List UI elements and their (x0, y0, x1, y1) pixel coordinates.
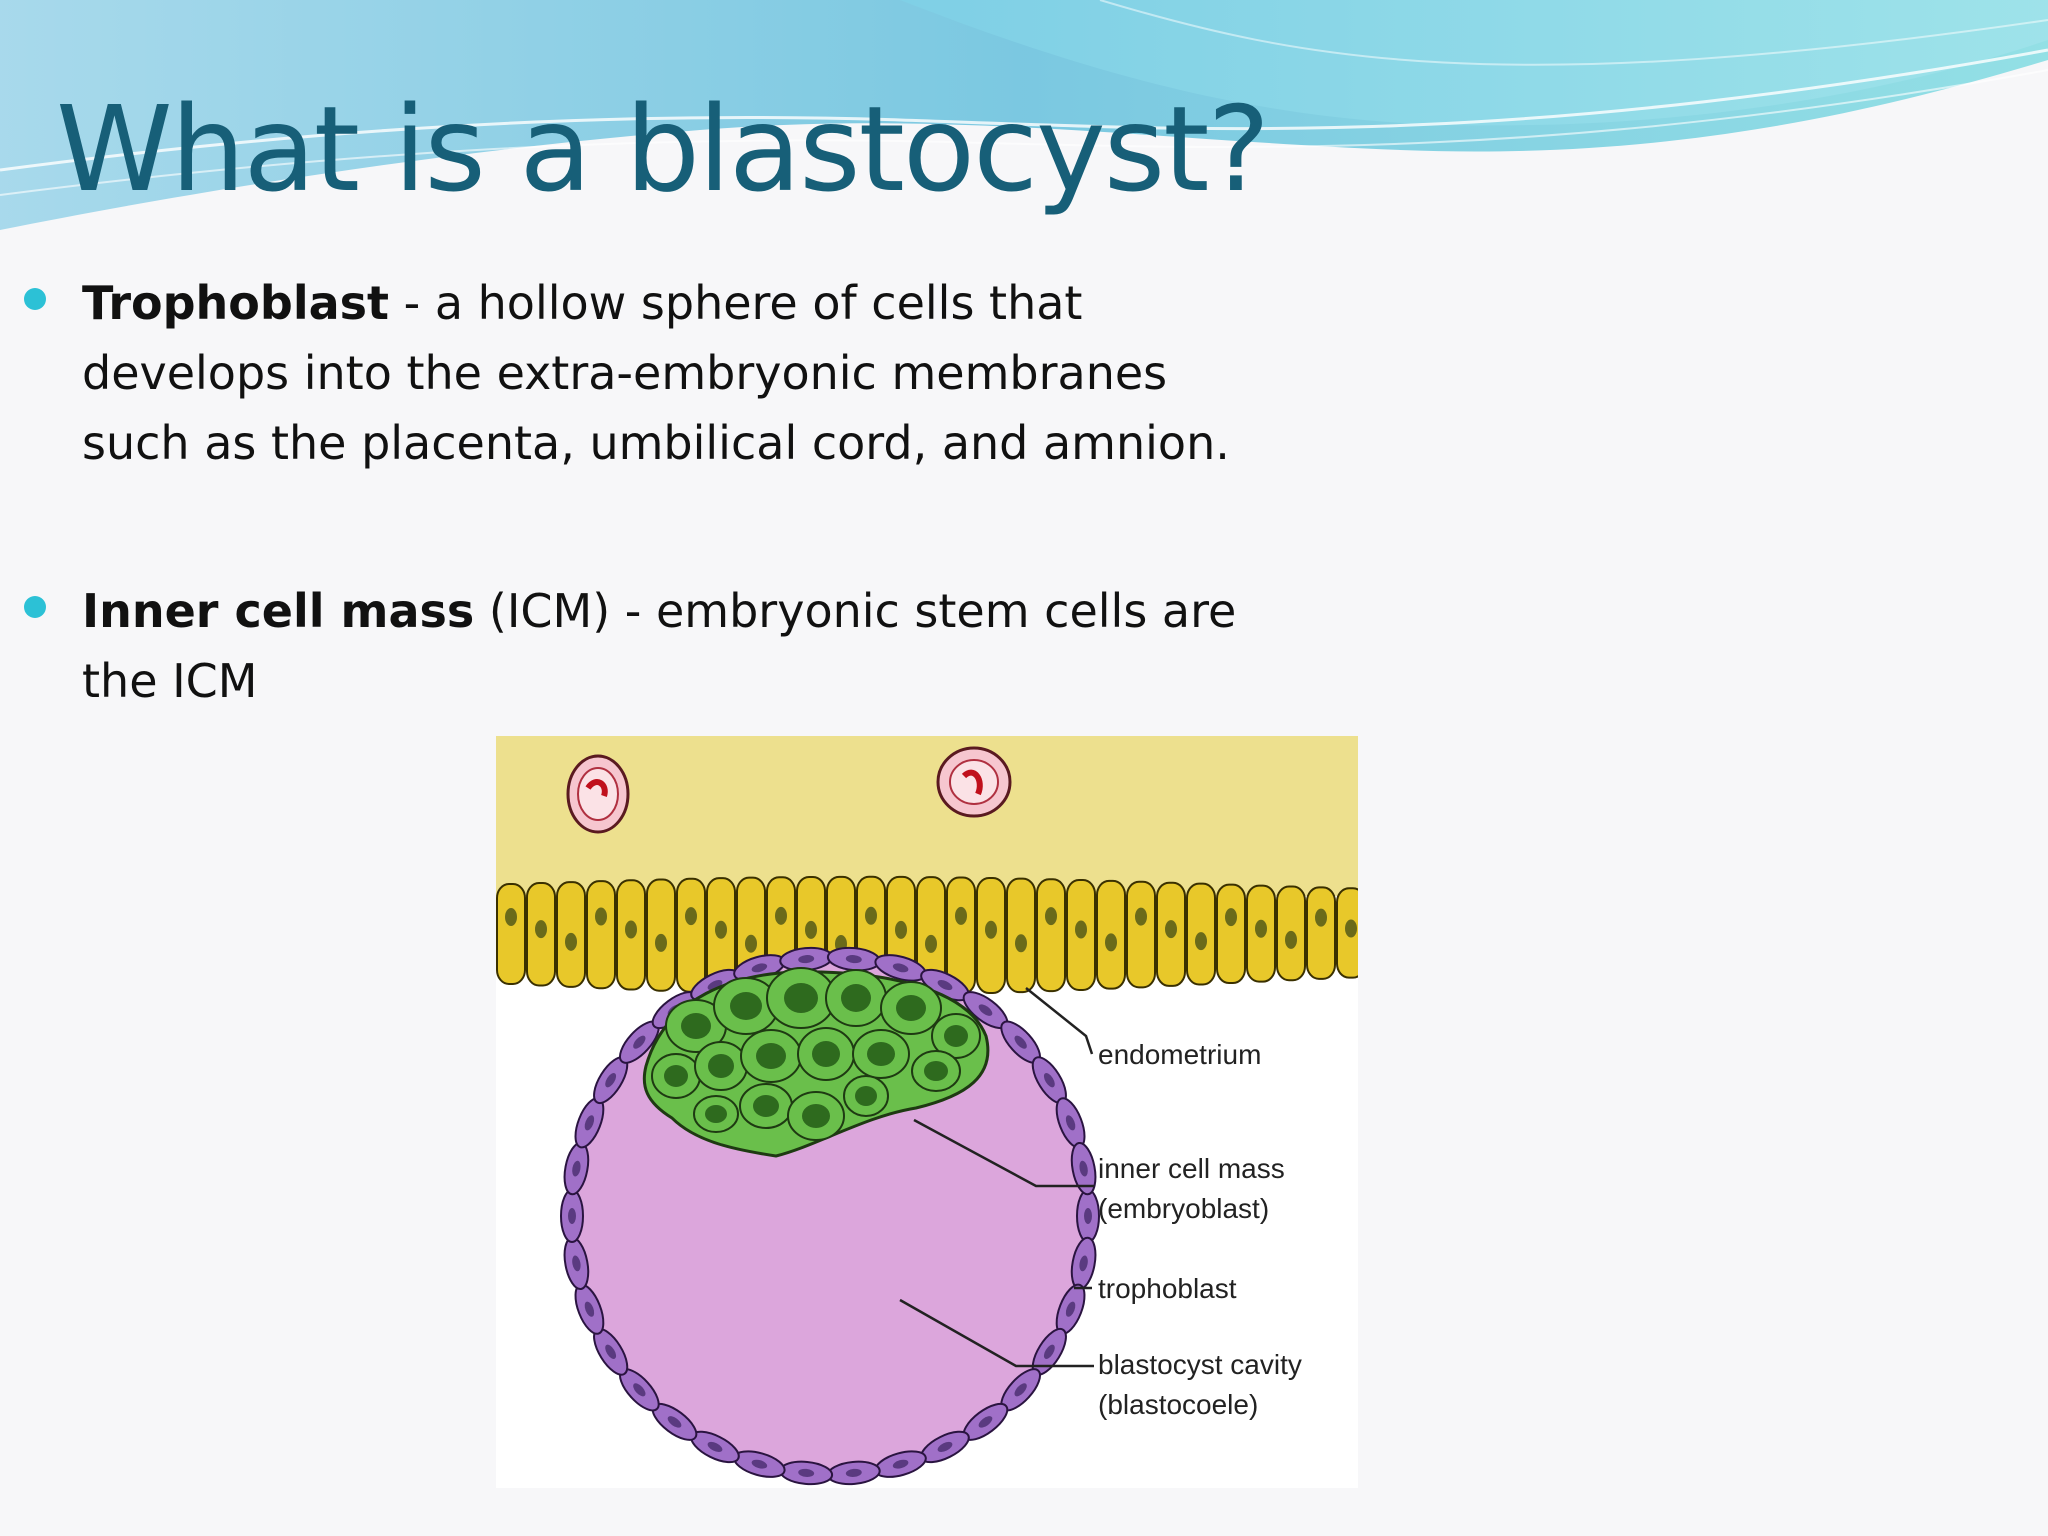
icm-cell (843, 1075, 889, 1117)
trophoblast-cell (1031, 1327, 1067, 1376)
icm-cell (740, 1029, 802, 1083)
icm-cell (931, 1013, 981, 1059)
icm-cell (651, 1053, 701, 1099)
icm-cell (880, 981, 942, 1035)
trophoblast-cell (826, 1460, 881, 1486)
cell-nucleus (535, 920, 547, 939)
icm-cell (797, 1027, 855, 1081)
cell-nucleus (685, 907, 697, 926)
icm-cell (766, 967, 836, 1029)
cell-nucleus (1045, 907, 1057, 926)
trophoblast-cell (874, 954, 927, 982)
bullet-dot-icon (24, 596, 46, 618)
cell-nucleus (1255, 919, 1267, 938)
cell-nucleus (1285, 930, 1297, 949)
trophoblast-cells (560, 946, 1100, 1486)
blastocyst-illustration: endometrium inner cell mass (embryoblast… (496, 736, 1358, 1486)
epithelial-cell (1216, 883, 1246, 985)
cell-nucleus (1165, 920, 1177, 939)
cell-nucleus (775, 906, 787, 925)
icm-cell (739, 1083, 793, 1129)
icm-cell (713, 977, 779, 1035)
cell-nucleus (1195, 932, 1207, 951)
cell-nucleus (805, 920, 817, 939)
trophoblast-cell (1070, 1236, 1097, 1291)
bullet-term: Trophoblast (82, 276, 389, 330)
cell-nucleus (1015, 934, 1027, 953)
cell-nucleus (955, 906, 967, 925)
trophoblast-cell (826, 946, 881, 972)
cell-nucleus (1315, 908, 1327, 927)
cell-nucleus (1105, 933, 1117, 952)
trophoblast-cell (1000, 1368, 1041, 1412)
trophoblast-cell (619, 1368, 660, 1412)
cell-nucleus (1135, 907, 1147, 926)
bullet-term: Inner cell mass (82, 584, 475, 638)
epithelial-cell (1306, 886, 1336, 980)
trophoblast-cell (874, 1450, 927, 1478)
cell-nucleus (985, 920, 997, 939)
cell-nucleus (1345, 919, 1357, 938)
label-endometrium: endometrium (1098, 1039, 1261, 1070)
label-blastocoele: (blastocoele) (1098, 1389, 1258, 1420)
header-wave-decoration (0, 0, 2048, 230)
cell-nucleus (655, 933, 667, 952)
trophoblast-cell (1070, 1141, 1097, 1196)
leader-lines (899, 987, 1094, 1368)
cell-nucleus (1225, 908, 1237, 927)
epithelial-cell (1126, 880, 1156, 989)
blood-vessel-icon (566, 754, 630, 834)
blood-vessel-icon (936, 746, 1012, 818)
cell-nucleus (745, 934, 757, 953)
icm-cell (694, 1041, 748, 1091)
cell-nucleus (625, 920, 637, 939)
cell-nucleus (865, 906, 877, 925)
trophoblast-cell (560, 1189, 584, 1243)
icm-cell (852, 1029, 910, 1079)
bullet-text-line: (ICM) - embryonic stem cells are (474, 584, 1237, 638)
icm-cell (787, 1091, 845, 1141)
bullet-dot-icon (24, 288, 46, 310)
cell-nucleus (895, 920, 907, 939)
cell-nucleus (715, 920, 727, 939)
cell-nucleus (505, 908, 517, 926)
trophoblast-cell (1076, 1189, 1100, 1243)
endometrium-epithelium (496, 875, 1358, 996)
label-embryoblast: (embryoblast) (1098, 1193, 1269, 1224)
bullet-inner-cell-mass: Inner cell mass (ICM) - embryonic stem c… (82, 576, 1282, 716)
endometrial-stroma (496, 736, 1358, 896)
bullet-text-line: - a hollow sphere of cells that (389, 276, 1083, 330)
epithelial-cell (676, 877, 706, 993)
label-blastocyst-cavity: blastocyst cavity (1098, 1349, 1302, 1380)
label-inner-cell-mass: inner cell mass (1098, 1153, 1285, 1184)
icm-cell (693, 1095, 739, 1133)
slide-title: What is a blastocyst? (56, 80, 1270, 218)
epithelial-cell (1036, 878, 1066, 993)
cell-nucleus (1075, 920, 1087, 939)
blastocyst (560, 946, 1100, 1486)
cell-nucleus (595, 907, 607, 926)
bullet-text-line: develops into the extra-embryonic membra… (82, 346, 1168, 400)
icm-cell (911, 1050, 961, 1092)
bullet-text-line: the ICM (82, 654, 258, 708)
bullet-trophoblast: Trophoblast - a hollow sphere of cells t… (82, 268, 1282, 478)
blastocyst-diagram: endometrium inner cell mass (embryoblast… (496, 736, 1358, 1488)
label-trophoblast: trophoblast (1098, 1273, 1237, 1304)
icm-cell (825, 969, 887, 1027)
trophoblast-cell (619, 1020, 660, 1064)
cell-nucleus (925, 934, 937, 953)
cell-nucleus (565, 932, 577, 951)
inner-cell-mass-cells (651, 967, 981, 1141)
epithelial-cell (496, 883, 526, 985)
bullet-text-line: such as the placenta, umbilical cord, an… (82, 416, 1230, 470)
epithelial-cell (586, 880, 616, 990)
